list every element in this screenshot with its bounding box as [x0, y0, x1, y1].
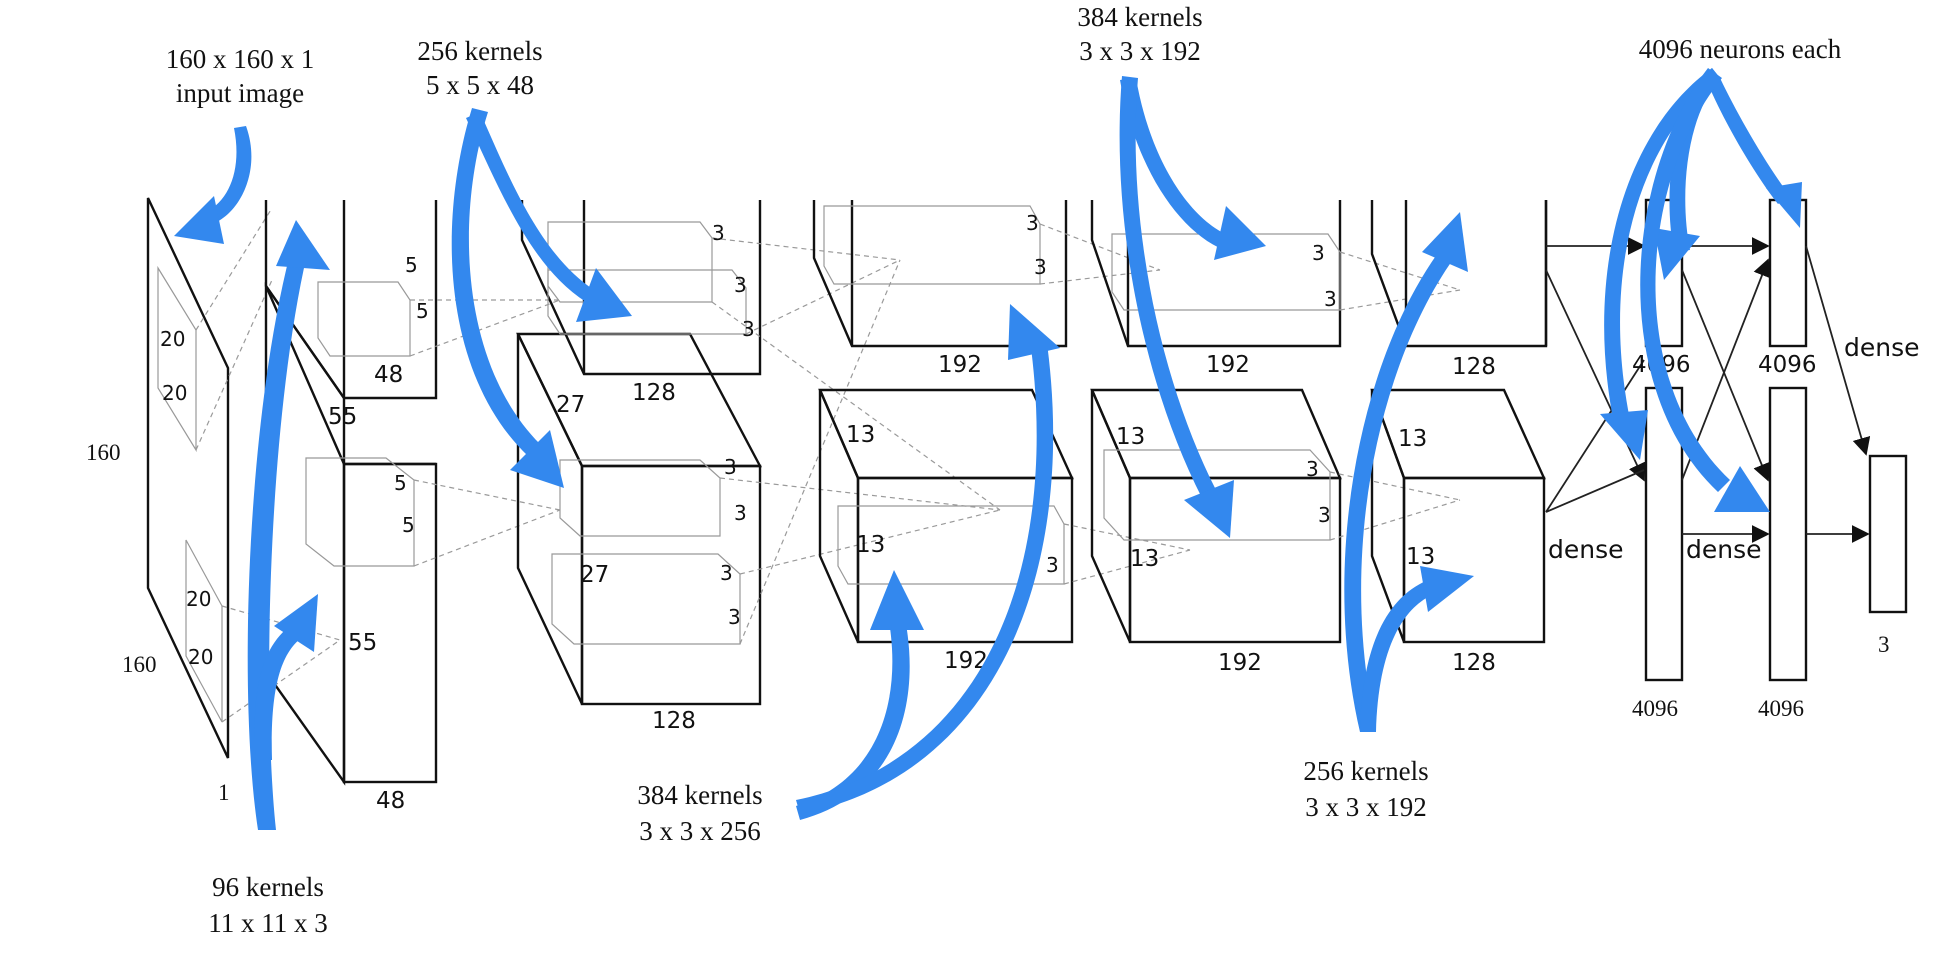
- l2-kernel-e: 3: [734, 501, 747, 525]
- l4-kernel-d: 3: [1318, 503, 1331, 527]
- dense-layers: dense dense dense 4096 4096 4096 4096 3: [1544, 198, 1920, 721]
- annotation-text: 160 x 160 x 1 input image 256 kernels 5 …: [166, 2, 1842, 938]
- conv3-annotation-line1: 384 kernels: [637, 780, 762, 810]
- l1-kernel-top-a: 5: [405, 253, 418, 277]
- input-kernel-label-a: 20: [160, 327, 185, 351]
- l2-kernel-a: 3: [712, 221, 725, 245]
- l4-kernel-c: 3: [1306, 457, 1319, 481]
- input-kernel-label-d: 20: [188, 645, 213, 669]
- conv-layer-4: 3 3 3 3 13 13 192 192: [1090, 200, 1461, 676]
- l4-kernel-b: 3: [1324, 287, 1337, 311]
- conv4-annotation-line2: 3 x 3 x 192: [1079, 36, 1201, 66]
- l1-kernel-bottom-a: 5: [394, 471, 407, 495]
- fc-annotation: 4096 neurons each: [1639, 34, 1842, 64]
- input-layer: 20 20 20 20 160 160 1: [86, 197, 341, 805]
- l5-spatial-label: 13: [1398, 426, 1427, 452]
- l2-spatial-label: 27: [556, 392, 585, 418]
- input-kernel-label-c: 20: [186, 587, 211, 611]
- conv1-annotation-line1: 96 kernels: [212, 872, 324, 902]
- fc2-top-label: 4096: [1758, 352, 1817, 378]
- conv1-annotation-line2: 11 x 11 x 3: [208, 908, 328, 938]
- l3-kernel-c: 3: [1046, 553, 1059, 577]
- arrow-fc-c: [1708, 78, 1802, 228]
- l2-depth-top: 128: [632, 380, 676, 406]
- conv5-annotation-line2: 3 x 3 x 192: [1305, 792, 1427, 822]
- l5-depth-bottom: 128: [1452, 650, 1496, 676]
- conv2-annotation-line1: 256 kernels: [417, 36, 542, 66]
- l3-depth-top: 192: [938, 352, 982, 378]
- fc2-bottom-label: 4096: [1758, 696, 1804, 721]
- l1-kernel-bottom-b: 5: [402, 513, 415, 537]
- conv3-annotation-line2: 3 x 3 x 256: [639, 816, 761, 846]
- dense-label-2: dense: [1686, 535, 1762, 564]
- l4-kernel-a: 3: [1312, 241, 1325, 265]
- arrow-conv3-b: [796, 304, 1060, 814]
- l5-spatial-label-b: 13: [1406, 544, 1435, 570]
- l4-depth-top: 192: [1206, 352, 1250, 378]
- arrow-conv5-b: [1360, 566, 1474, 732]
- l2-kernel-d: 3: [724, 455, 737, 479]
- conv-layer-5: 13 13 128 128: [1370, 200, 1548, 676]
- l3-kernel-b: 3: [1034, 255, 1047, 279]
- output-block: [1868, 454, 1908, 614]
- arrow-input: [174, 126, 252, 244]
- arrow-conv2-a: [466, 112, 632, 322]
- arrow-fc-a: [1600, 68, 1720, 460]
- conv-layer-3: 3 3 3 13 13 192 192: [812, 200, 1191, 674]
- l1-depth-top: 48: [374, 362, 403, 388]
- l1-kernel-top-b: 5: [416, 299, 429, 323]
- l1-spatial-label-b: 55: [348, 630, 377, 656]
- arrow-conv4-b: [1119, 76, 1234, 538]
- fc2-top-block: [1768, 198, 1808, 348]
- l2-spatial-label-b: 27: [580, 562, 609, 588]
- l4-spatial-label-b: 13: [1130, 546, 1159, 572]
- output-label: 3: [1878, 632, 1890, 657]
- l2-kernel-b: 3: [734, 273, 747, 297]
- input-annotation-line2: input image: [176, 78, 304, 108]
- conv2-annotation-line2: 5 x 5 x 48: [426, 70, 534, 100]
- arrow-conv2-b: [451, 108, 564, 488]
- l4-spatial-label: 13: [1116, 424, 1145, 450]
- l2-kernel-c: 3: [742, 317, 755, 341]
- arrow-fc-d: [1640, 68, 1770, 512]
- input-kernel-label-b: 20: [162, 381, 187, 405]
- dense-label-3: dense: [1844, 333, 1920, 362]
- arrow-conv1-b: [254, 594, 318, 760]
- l1-depth-bottom: 48: [376, 788, 405, 814]
- conv5-annotation-line1: 256 kernels: [1303, 756, 1428, 786]
- arrow-conv4-a: [1120, 78, 1266, 260]
- fc2-bottom-block: [1768, 386, 1808, 682]
- conv-layer-2: 3 3 3 3 3 3 3 27 27 128 128: [516, 200, 1001, 734]
- l3-spatial-label: 13: [846, 422, 875, 448]
- l3-kernel-a: 3: [1026, 211, 1039, 235]
- arrow-fc-b: [1654, 68, 1720, 280]
- l2-kernel-g: 3: [728, 605, 741, 629]
- l5-depth-top: 128: [1452, 354, 1496, 380]
- l1-spatial-label: 55: [328, 404, 357, 430]
- arrow-conv5-a: [1344, 212, 1468, 732]
- fc1-bottom-label: 4096: [1632, 696, 1678, 721]
- annotation-arrows: [174, 68, 1802, 830]
- input-width-label: 160: [122, 652, 157, 677]
- l2-depth-bottom: 128: [652, 708, 696, 734]
- arrow-conv3-a: [796, 570, 924, 820]
- input-annotation-line1: 160 x 160 x 1: [166, 44, 315, 74]
- l2-kernel-f: 3: [720, 561, 733, 585]
- conv4-annotation-line1: 384 kernels: [1077, 2, 1202, 32]
- input-depth-label: 1: [218, 780, 230, 805]
- l4-depth-bottom: 192: [1218, 650, 1262, 676]
- input-height-label: 160: [86, 440, 121, 465]
- dense-label-1: dense: [1548, 535, 1624, 564]
- conv-layer-1: 5 5 5 5 55 55 48 48: [264, 200, 561, 814]
- l3-spatial-label-b: 13: [856, 532, 885, 558]
